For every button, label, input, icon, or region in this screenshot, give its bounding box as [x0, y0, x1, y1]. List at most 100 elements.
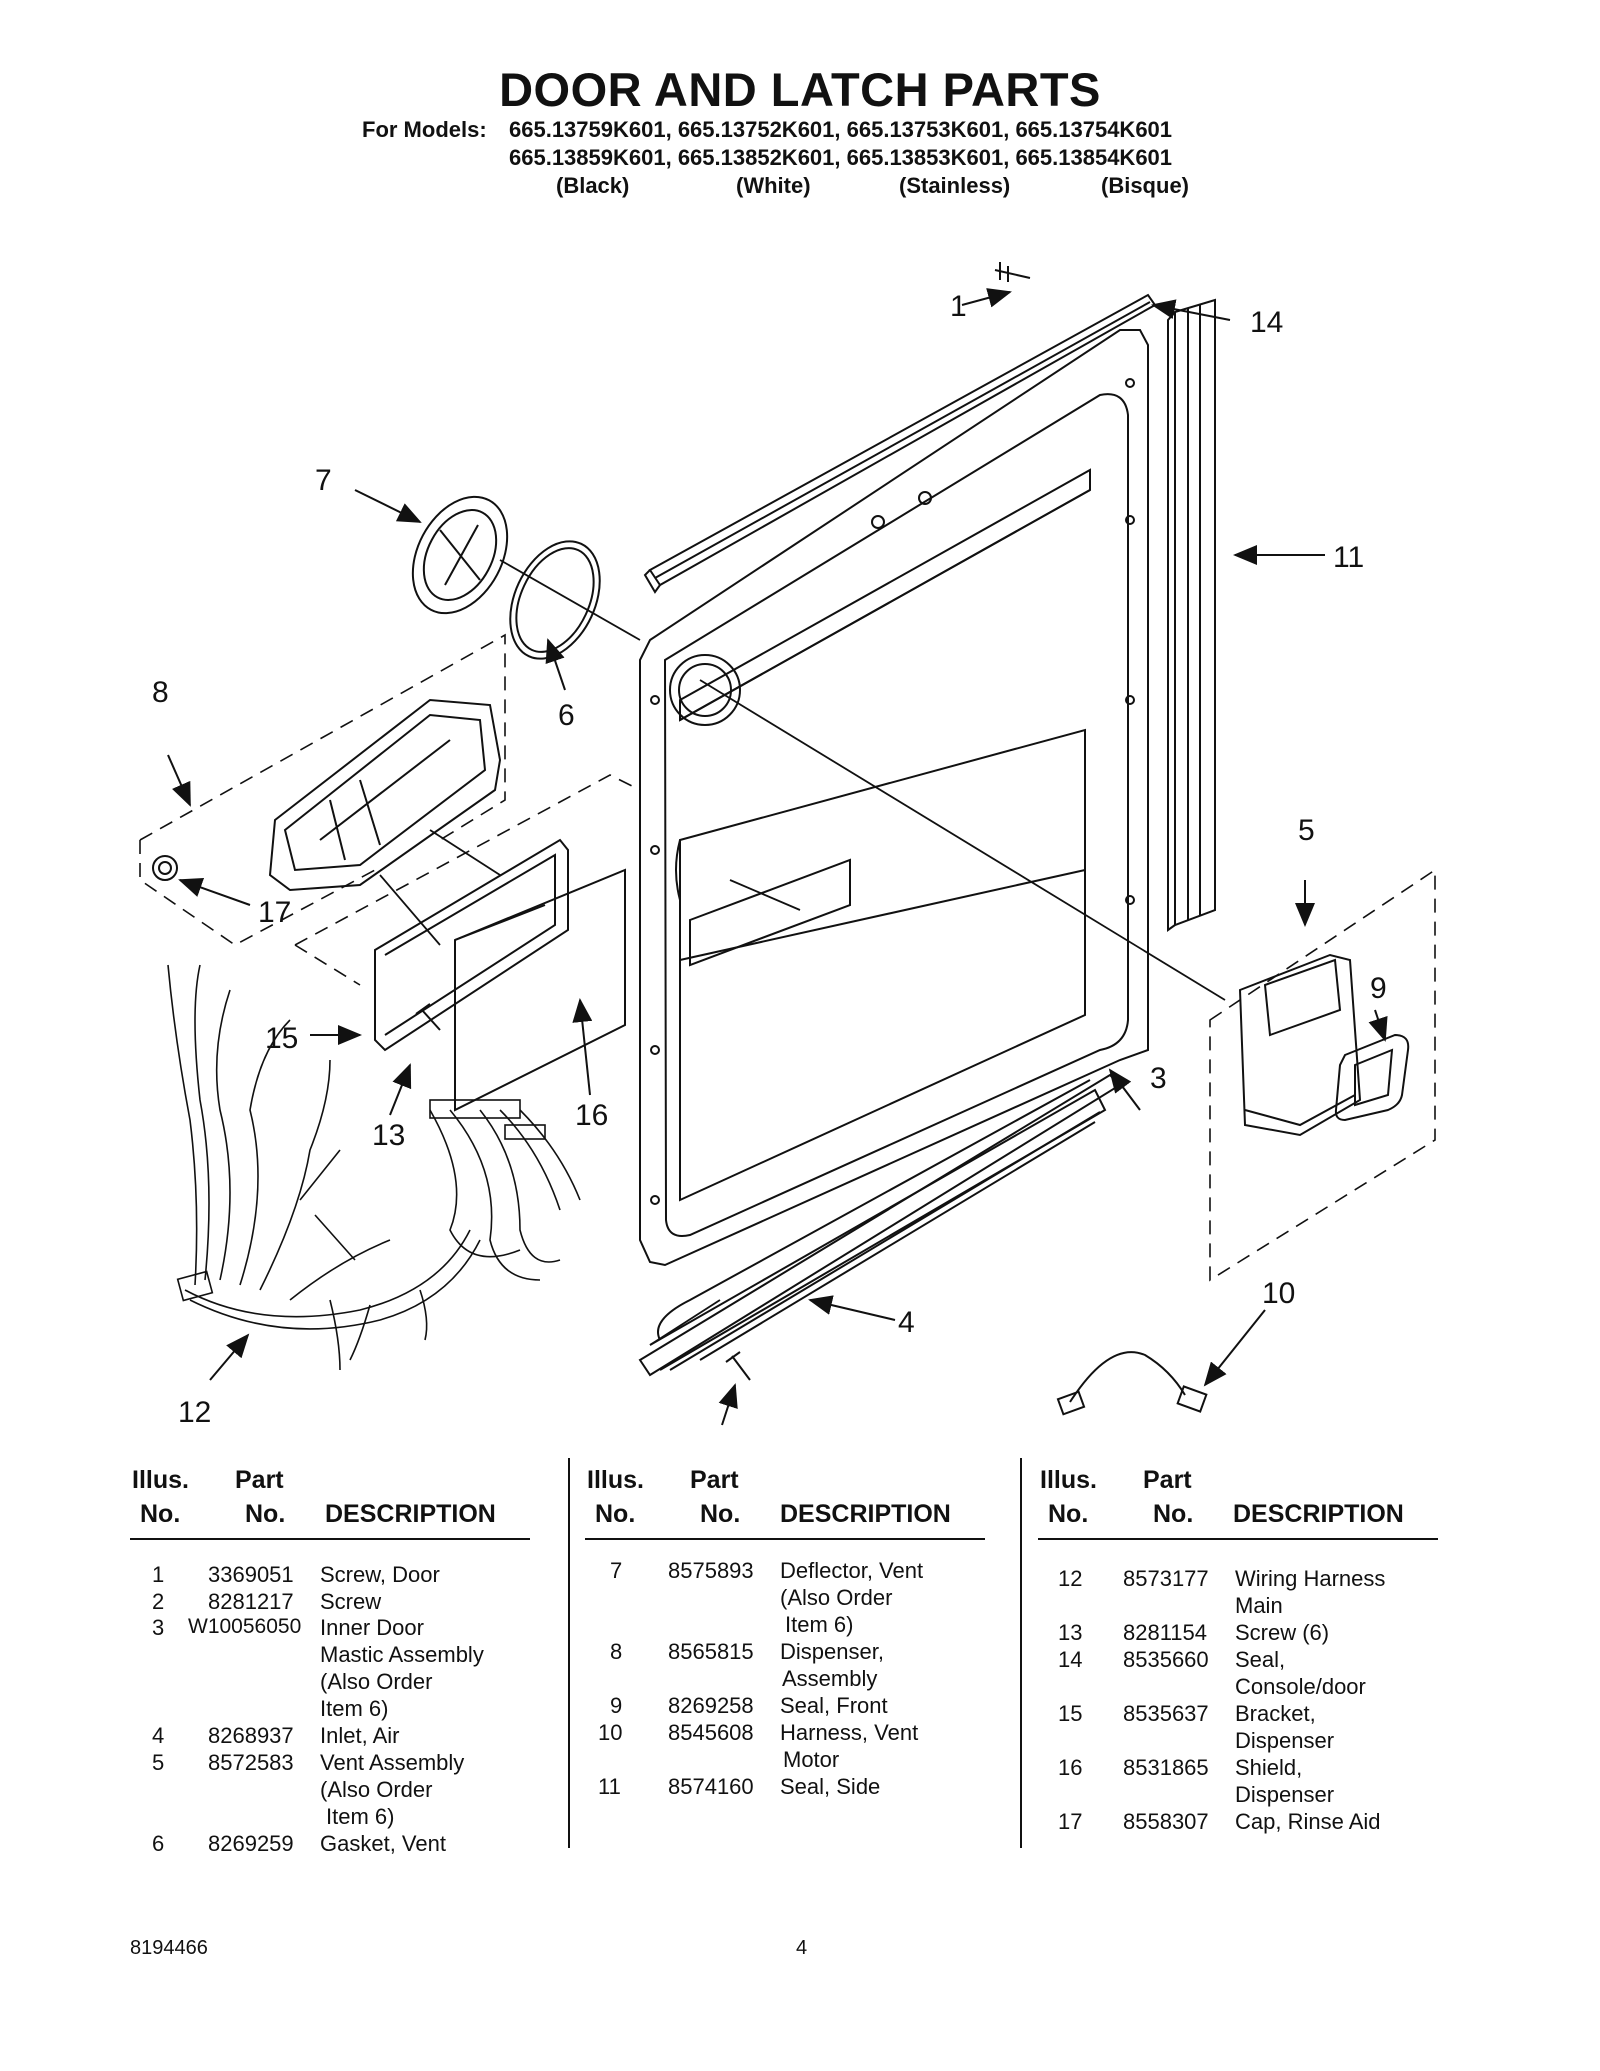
table-column-3-header: Illus. No. Part No. DESCRIPTION: [1038, 1458, 1438, 1540]
column-divider: [568, 1458, 570, 1848]
dispenser-assembly: [152, 698, 502, 892]
description: Item 6): [320, 1696, 389, 1721]
part-no: 3369051: [208, 1562, 294, 1587]
callout-1: 1: [950, 290, 967, 323]
description: Inner Door: [320, 1615, 424, 1640]
variant-black: (Black): [556, 173, 630, 198]
illus-no: 10: [598, 1720, 623, 1745]
callout-6: 6: [558, 699, 575, 732]
column-divider: [1020, 1458, 1022, 1848]
callout-12: 12: [178, 1396, 211, 1429]
description: Screw (6): [1235, 1620, 1330, 1645]
callout-16: 16: [575, 1099, 608, 1132]
illus-no: 5: [152, 1750, 165, 1775]
description: Motor: [783, 1747, 840, 1772]
illus-no: 4: [152, 1723, 165, 1748]
part-no: 8575893: [668, 1558, 754, 1583]
description: Vent Assembly: [320, 1750, 465, 1775]
vent-deflector: [411, 495, 509, 615]
part-no: 8535660: [1123, 1647, 1209, 1672]
part-no: 8531865: [1123, 1755, 1209, 1780]
models-line-2: 665.13859K601, 665.13852K601, 665.13853K…: [509, 145, 1173, 170]
callout-11: 11: [1333, 541, 1364, 574]
illus-no: 12: [1058, 1566, 1083, 1591]
header-description: DESCRIPTION: [325, 1500, 496, 1528]
part-no: 8269259: [208, 1831, 294, 1856]
illus-no: 7: [610, 1558, 623, 1583]
description: Bracket,: [1235, 1701, 1316, 1726]
variant-bisque: (Bisque): [1101, 173, 1189, 198]
part-no: 8558307: [1123, 1809, 1209, 1834]
callout-arrows: [167, 288, 1388, 1426]
part-no: 8281217: [208, 1589, 294, 1614]
table-column-2-header: Illus. No. Part No. DESCRIPTION: [585, 1458, 985, 1540]
part-no: W10056050: [188, 1615, 302, 1638]
header-part: Part: [235, 1466, 284, 1494]
description: Dispenser: [1235, 1728, 1335, 1753]
header-part: Part: [1143, 1466, 1192, 1494]
description: Dispenser: [1235, 1782, 1335, 1807]
models-line-1: 665.13759K601, 665.13752K601, 665.13753K…: [509, 117, 1173, 142]
illus-no: 9: [610, 1693, 623, 1718]
table-column-1-header: Illus. No. Part No. DESCRIPTION: [130, 1458, 530, 1540]
description: Screw: [320, 1589, 382, 1614]
leader-lines: [379, 559, 1226, 1346]
part-no: 8269258: [668, 1693, 754, 1718]
illus-no: 1: [152, 1562, 165, 1587]
header-part-no: No.: [245, 1500, 286, 1528]
vent-motor-harness: [1056, 1351, 1208, 1416]
description: (Also Order: [320, 1777, 433, 1802]
description: (Also Order: [780, 1585, 893, 1610]
description: Main: [1235, 1593, 1283, 1618]
description: Deflector, Vent: [780, 1558, 924, 1583]
description: Dispenser,: [780, 1639, 884, 1664]
callout-8: 8: [152, 676, 169, 709]
callout-4: 4: [898, 1306, 915, 1339]
dispenser-shield: [454, 868, 626, 1112]
part-no: 8535637: [1123, 1701, 1209, 1726]
callout-3: 3: [1150, 1062, 1167, 1095]
description: Wiring Harness: [1235, 1566, 1386, 1591]
illus-no: 17: [1058, 1809, 1083, 1834]
vent-assembly: [1238, 953, 1362, 1137]
header-part-no: No.: [1153, 1500, 1194, 1528]
header-illus-no: No.: [140, 1500, 181, 1528]
document-number: 8194466: [130, 1937, 208, 1959]
description: Seal,: [1235, 1647, 1286, 1672]
callout-10: 10: [1262, 1277, 1295, 1310]
description: Screw, Door: [320, 1562, 440, 1587]
callout-15: 15: [265, 1022, 298, 1055]
page-number: 4: [796, 1937, 808, 1959]
callout-7: 7: [315, 464, 332, 497]
illus-no: 6: [152, 1831, 165, 1856]
vent-gasket: [509, 540, 601, 660]
description: Inlet, Air: [320, 1723, 400, 1748]
description: Console/door: [1235, 1674, 1366, 1699]
part-no: 8573177: [1123, 1566, 1209, 1591]
part-no: 8572583: [208, 1750, 294, 1775]
description: Item 6): [785, 1612, 854, 1637]
illus-no: 16: [1058, 1755, 1083, 1780]
inner-door-panel: [639, 329, 1149, 1267]
illus-no: 13: [1058, 1620, 1083, 1645]
header-illus: Illus.: [1040, 1466, 1097, 1494]
front-seal: [1334, 1033, 1410, 1122]
description: Assembly: [782, 1666, 878, 1691]
header-description: DESCRIPTION: [780, 1500, 951, 1528]
part-no: 8565815: [668, 1639, 754, 1664]
description: Gasket, Vent: [320, 1831, 446, 1856]
description: Cap, Rinse Aid: [1235, 1809, 1381, 1834]
illus-no: 2: [152, 1589, 165, 1614]
part-no: 8268937: [208, 1723, 294, 1748]
description: Seal, Side: [780, 1774, 881, 1799]
variant-stainless: (Stainless): [899, 173, 1011, 198]
dashed-group-lines: [139, 633, 1436, 1282]
part-no: 8545608: [668, 1720, 754, 1745]
models-prefix: For Models:: [362, 117, 487, 142]
illus-no: 15: [1058, 1701, 1083, 1726]
callout-5: 5: [1298, 814, 1315, 847]
part-no: 8574160: [668, 1774, 754, 1799]
variant-white: (White): [736, 173, 811, 198]
description: Mastic Assembly: [320, 1642, 484, 1667]
callout-numbers: 1 2 3 4 5 6 7 8 9 10 11 12 13 14 15 16 1…: [152, 290, 1387, 1429]
